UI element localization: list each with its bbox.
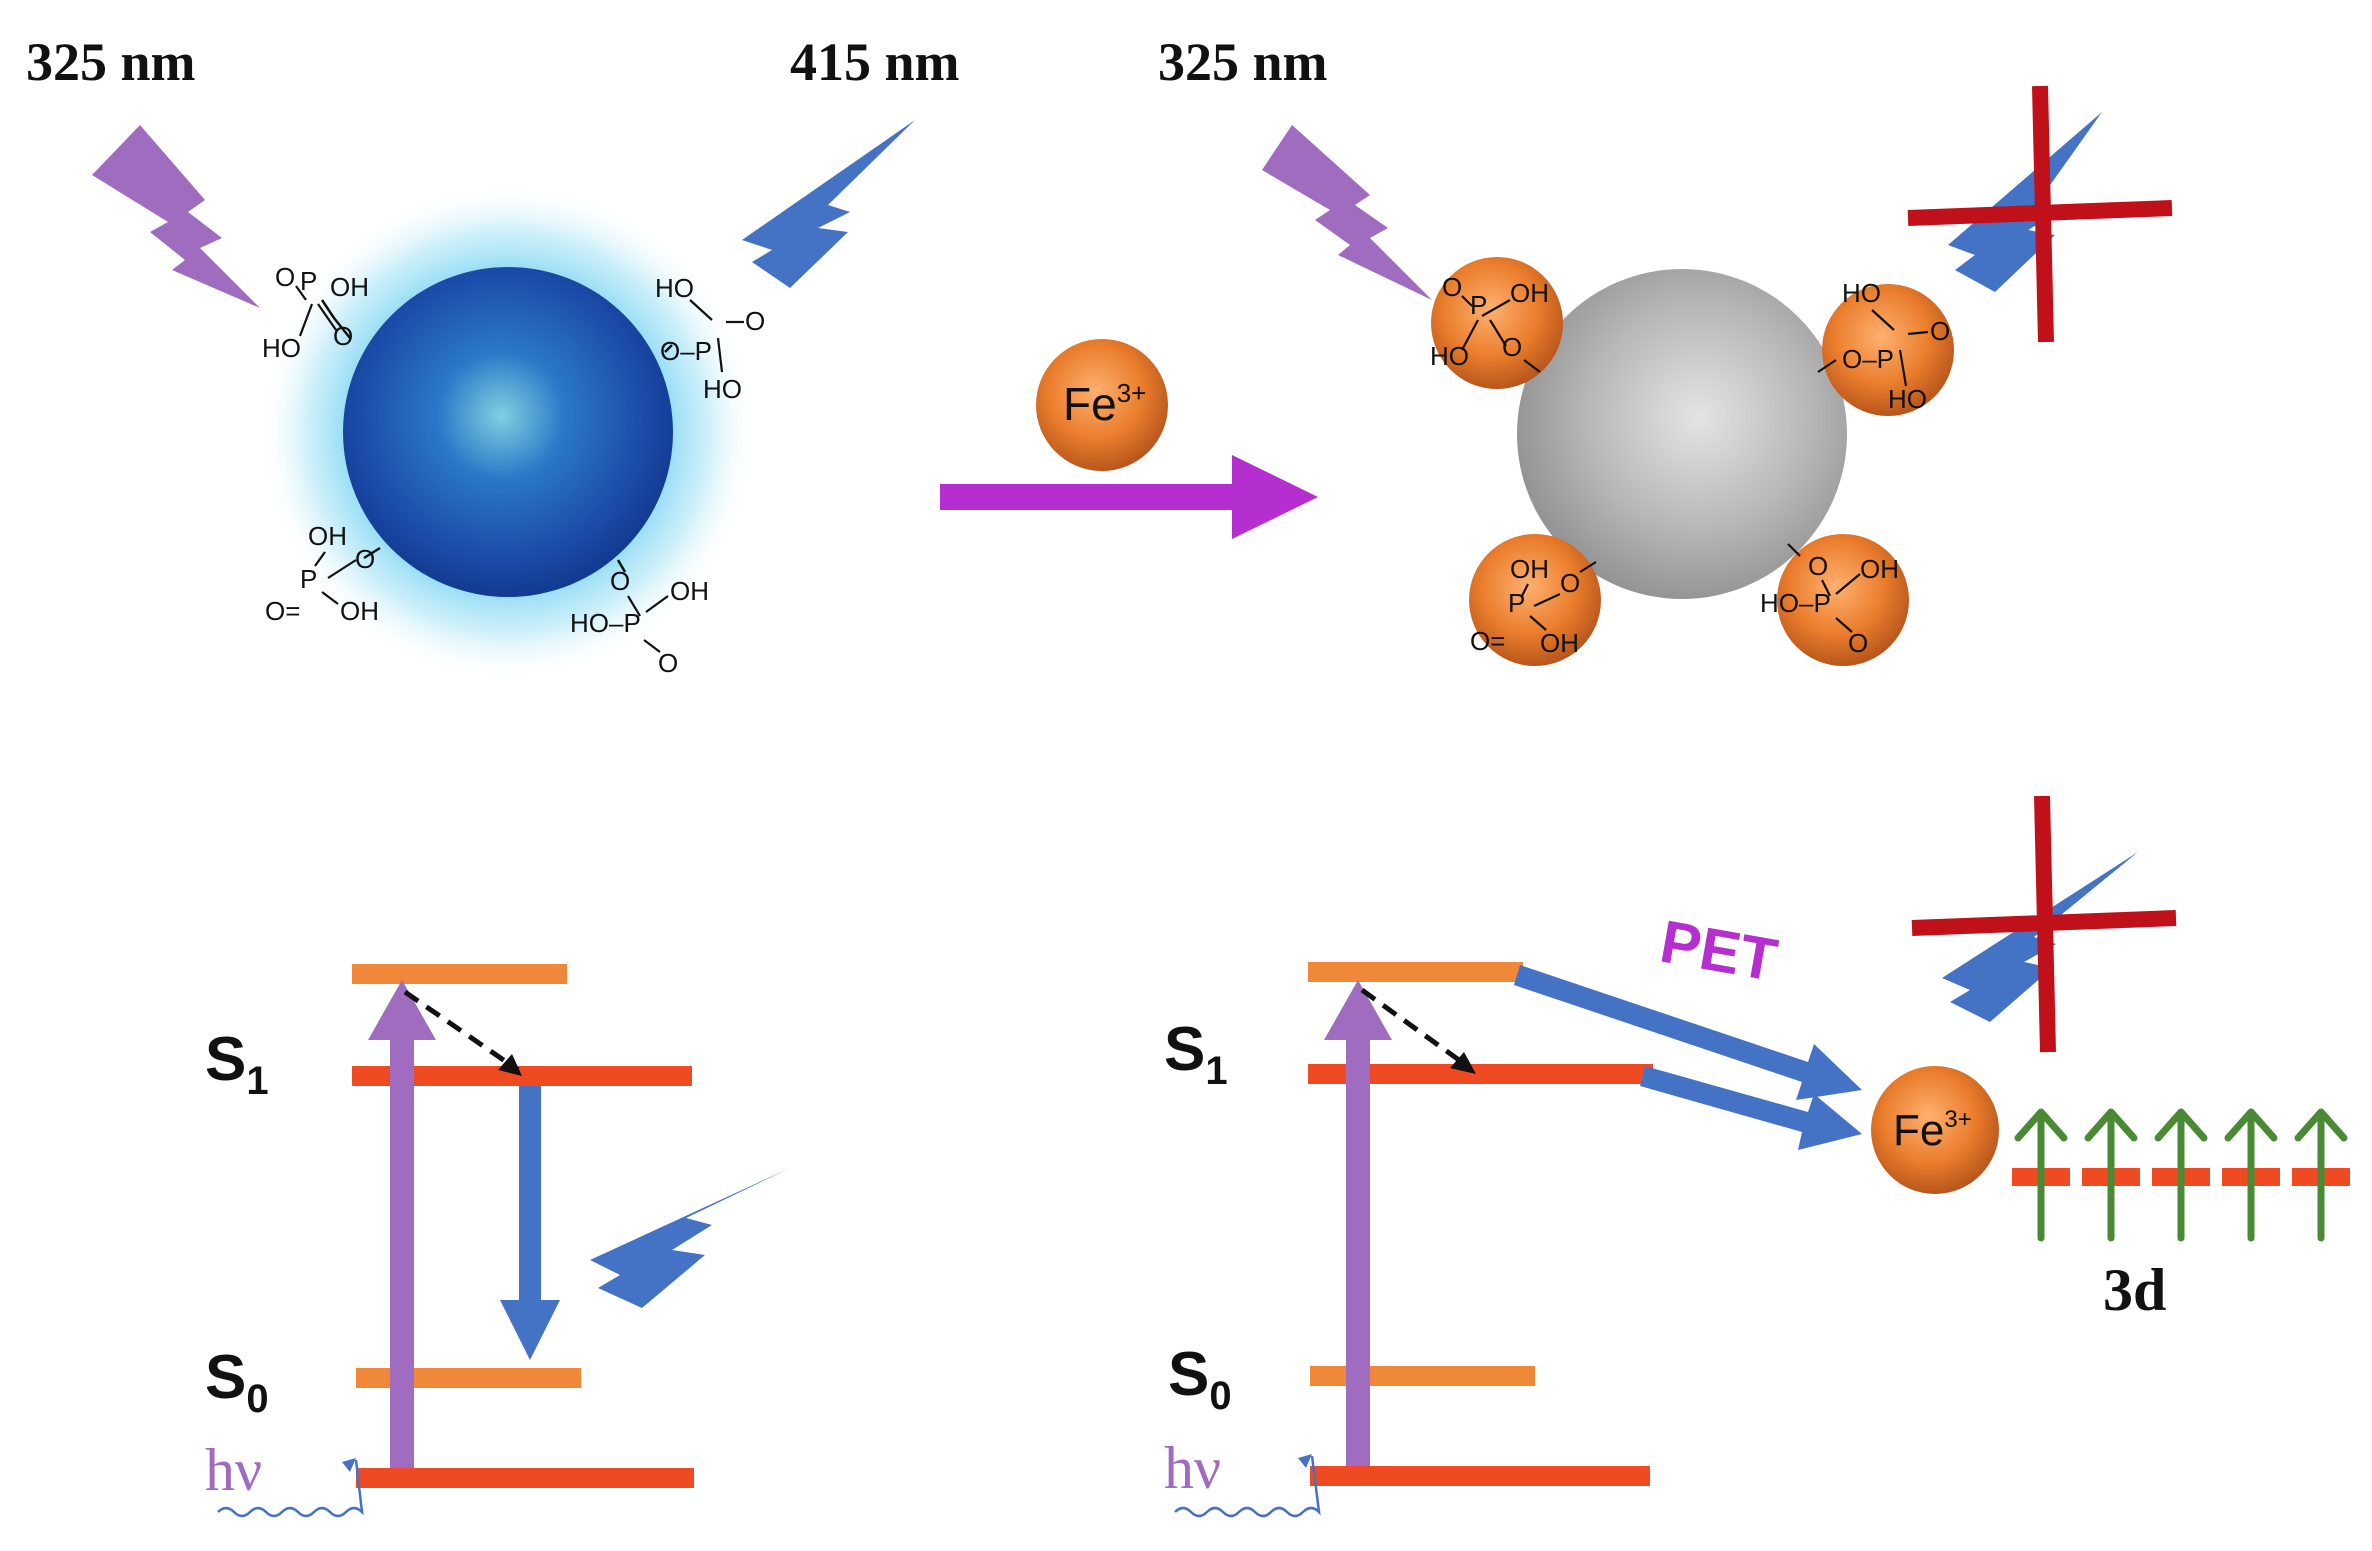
- s1-vibrational-level-left: [352, 964, 567, 984]
- fluorescent-nanoparticle: [343, 267, 673, 597]
- svg-text:HO–P: HO–P: [570, 608, 641, 638]
- s0-label-left: S0: [205, 1343, 269, 1421]
- svg-text:O: O: [658, 648, 678, 678]
- photon-wave-right: [1174, 1455, 1321, 1518]
- phosphonate-group-top-right: HO O–P O HO: [655, 273, 765, 404]
- svg-text:O: O: [745, 306, 765, 336]
- svg-text:P: P: [300, 266, 317, 296]
- fe-ion-sphere-top: [1036, 339, 1168, 471]
- phosphonate-group-top-left: O P OH HO O: [262, 262, 369, 363]
- emission-wavelength-label: 415 nm: [790, 32, 960, 92]
- s1-vibrational-level-right: [1308, 962, 1523, 982]
- svg-text:OH: OH: [1510, 554, 1549, 584]
- emission-blocked-cross-icon-bottom: [1911, 795, 2177, 1053]
- phosphonate-group-bottom-right: O HO–P OH O: [570, 559, 709, 678]
- s0-level-right: [1310, 1466, 1650, 1486]
- right-excitation-label: 325 nm: [1158, 32, 1328, 92]
- svg-text:P: P: [1470, 290, 1487, 320]
- svg-text:OH: OH: [340, 596, 379, 626]
- svg-text:O: O: [1502, 332, 1522, 362]
- reaction-arrow: [940, 455, 1318, 539]
- blocked-emission-lightning-icon: [1948, 112, 2102, 292]
- svg-text:O–P: O–P: [660, 336, 712, 366]
- emission-lightning-icon: [742, 120, 915, 288]
- photon-wave-left: [217, 1459, 364, 1518]
- s0-vibrational-level-left: [356, 1368, 581, 1388]
- blocked-emission-lightning-icon-bottom: [1942, 852, 2138, 1022]
- svg-text:P: P: [300, 564, 317, 594]
- photon-label-left: hν: [205, 1437, 262, 1503]
- excitation-arrow-right: [1324, 980, 1392, 1466]
- left-excitation-label: 325 nm: [26, 32, 196, 92]
- svg-text:O–P: O–P: [1842, 344, 1894, 374]
- s1-label-right: S1: [1164, 1015, 1228, 1093]
- svg-text:HO: HO: [655, 273, 694, 303]
- svg-text:O: O: [1560, 568, 1580, 598]
- svg-text:P: P: [1508, 588, 1525, 618]
- relaxation-arrow-left: [403, 989, 520, 1073]
- s0-vibrational-level-right: [1310, 1366, 1535, 1386]
- 3d-orbital-label: 3d: [2103, 1257, 2166, 1323]
- jablonski-pet: S1 S0 PET Fe3+: [1164, 795, 2350, 1518]
- svg-text:O=: O=: [265, 596, 300, 626]
- s1-label-left: S1: [205, 1025, 269, 1103]
- excitation-arrow-left: [368, 980, 436, 1468]
- fe-bound-group-bottom-left: OH O P O= OH: [1469, 534, 1601, 666]
- svg-text:HO: HO: [1842, 278, 1881, 308]
- svg-text:O: O: [1808, 551, 1828, 581]
- svg-text:OH: OH: [1860, 554, 1899, 584]
- fe-ion-label-top: Fe3+: [1063, 378, 1146, 430]
- fe-bound-group-top-right: HO O–P O HO: [1817, 278, 1954, 416]
- svg-text:OH: OH: [1510, 278, 1549, 308]
- svg-text:O: O: [275, 262, 295, 292]
- svg-text:HO: HO: [1888, 384, 1927, 414]
- svg-text:O: O: [1930, 316, 1950, 346]
- fe-ion-sphere-bottom: [1871, 1066, 1999, 1194]
- emitted-light-lightning-icon: [590, 1168, 790, 1308]
- svg-text:O: O: [610, 566, 630, 596]
- pet-arrow-lower: [1640, 1066, 1862, 1150]
- svg-text:O: O: [333, 321, 353, 351]
- relaxation-arrow-right: [1360, 987, 1472, 1071]
- svg-text:O=: O=: [1470, 626, 1505, 656]
- emission-blocked-cross-icon: [1907, 85, 2173, 343]
- svg-text:OH: OH: [308, 521, 347, 551]
- photon-label-right: hν: [1164, 1435, 1221, 1501]
- svg-text:O: O: [1442, 272, 1462, 302]
- fe-bound-group-bottom-right: O HO–P OH O: [1760, 534, 1909, 666]
- svg-text:O: O: [355, 544, 375, 574]
- svg-text:HO: HO: [1430, 341, 1469, 371]
- svg-text:HO–P: HO–P: [1760, 588, 1831, 618]
- excitation-lightning-icon: [92, 125, 260, 308]
- emission-arrow-left: [500, 1086, 560, 1360]
- fe-ion-label-bottom: Fe3+: [1893, 1106, 1972, 1155]
- pet-label: PET: [1655, 908, 1782, 994]
- svg-text:HO: HO: [262, 333, 301, 363]
- quenched-nanoparticle: [1517, 269, 1847, 599]
- svg-text:OH: OH: [330, 272, 369, 302]
- fe-bound-group-top-left: O P OH HO O: [1430, 257, 1563, 389]
- jablonski-fluorescence: S1 S0 hν: [205, 964, 790, 1518]
- s0-level-left: [356, 1468, 694, 1488]
- spin-up-arrows: [2014, 1108, 2348, 1242]
- svg-text:OH: OH: [670, 576, 709, 606]
- svg-text:O: O: [1848, 628, 1868, 658]
- s1-level-right: [1308, 1064, 1653, 1084]
- s0-label-right: S0: [1168, 1340, 1232, 1418]
- pet-arrow-upper: [1514, 965, 1862, 1100]
- phosphonate-group-bottom-left: OH O P O= OH: [265, 521, 381, 626]
- svg-text:HO: HO: [703, 374, 742, 404]
- svg-text:OH: OH: [1540, 628, 1579, 658]
- excitation-lightning-icon-right: [1262, 125, 1432, 300]
